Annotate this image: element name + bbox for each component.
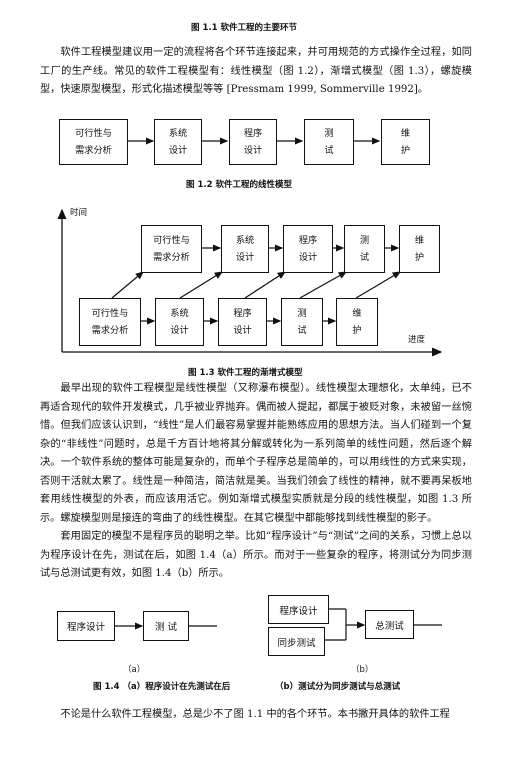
- box-line1: 维: [400, 128, 411, 139]
- fig-b-box-total-testing: 总测试: [365, 610, 414, 639]
- incr-lower-box-system-design: 系统 设计: [155, 298, 204, 346]
- incr-upper-box-requirements: 可行性与 需求分析: [141, 225, 202, 273]
- incr-lower-box-testing: 测 试: [281, 298, 323, 346]
- box-line1: 系统: [168, 128, 188, 139]
- incr-lower-box-maintenance: 维 护: [336, 298, 378, 346]
- incr-upper-box-program-design: 程序 设计: [283, 225, 333, 273]
- linear-box-maintenance: 维 护: [381, 119, 430, 165]
- box-line2: 设计: [168, 145, 188, 156]
- box-line1: 维: [414, 235, 425, 246]
- paragraph-testing-discussion: 套用固定的模型不是程序员的聪明之举。比如“程序设计”与“测试”之间的关系，习惯上…: [40, 528, 472, 584]
- incr-lower-box-requirements: 可行性与 需求分析: [79, 298, 141, 346]
- linear-box-system-design: 系统 设计: [154, 119, 202, 165]
- figure-1-2-caption: 图 1.2 软件工程的线性模型: [186, 180, 292, 190]
- box-line2: 需求分析: [75, 145, 112, 156]
- box-line1: 测: [297, 308, 307, 319]
- fig-b-box-sync-testing: 同步测试: [268, 627, 325, 656]
- paragraph-closing: 不论是什么软件工程模型，总是少不了图 1.1 中的各个环节。本书撇开具体的软件工…: [40, 706, 472, 725]
- incr-lower-box-program-design: 程序 设计: [218, 298, 267, 346]
- box-line2: 设计: [243, 145, 263, 156]
- box-line1: 可行性与: [91, 308, 129, 319]
- box-line2: 试: [359, 252, 370, 263]
- box-line2: 护: [352, 325, 362, 336]
- paragraph-closing-text: 不论是什么软件工程模型，总是少不了图 1.1 中的各个环节。本书撇开具体的软件工…: [60, 709, 450, 720]
- y-axis-label: 时间: [70, 208, 88, 218]
- paragraph-linear-discussion: 最早出现的软件工程模型是线性模型（又称瀑布模型）。线性模型太理想化，太单纯，已不…: [40, 380, 472, 528]
- box-line2: 设计: [170, 325, 189, 336]
- paragraph-linear-discussion-text: 最早出现的软件工程模型是线性模型（又称瀑布模型）。线性模型太理想化，太单纯，已不…: [40, 383, 472, 524]
- box-line2: 设计: [298, 252, 318, 263]
- incr-upper-box-maintenance: 维 护: [399, 225, 440, 273]
- paragraph-model-intro-text: 软件工程模型建议用一定的流程将各个环节连接起来，并可用规范的方式操作全过程，如同…: [40, 47, 472, 95]
- figure-1-4-caption-a: 图 1.4 （a）程序设计在先测试在后: [93, 682, 231, 692]
- box-line1: 测: [359, 235, 370, 246]
- fig-b-box-program-design: 程序设计: [268, 595, 329, 624]
- box-line2: 设计: [233, 325, 252, 336]
- box-line2: 需求分析: [91, 325, 129, 336]
- box-line2: 护: [400, 145, 411, 156]
- fig-a-label: （a）: [123, 665, 146, 675]
- incr-upper-box-system-design: 系统 设计: [221, 225, 269, 273]
- box-line2: 试: [297, 325, 307, 336]
- box-line1: 可行性与: [153, 235, 190, 246]
- figure-1-1-caption: 图 1.1 软件工程的主要环节: [191, 23, 297, 33]
- box-line2: 需求分析: [153, 252, 190, 263]
- linear-box-testing: 测 试: [304, 119, 354, 165]
- fig-a-box-program-design: 程序设计: [57, 611, 115, 641]
- paragraph-model-intro: 软件工程模型建议用一定的流程将各个环节连接起来，并可用规范的方式操作全过程，如同…: [40, 44, 472, 100]
- paragraph-testing-discussion-text: 套用固定的模型不是程序员的聪明之举。比如“程序设计”与“测试”之间的关系，习惯上…: [40, 531, 472, 579]
- incr-upper-box-testing: 测 试: [344, 225, 385, 273]
- box-line1: 可行性与: [75, 128, 112, 139]
- box-line1: 程序: [298, 235, 318, 246]
- figure-1-4-caption-b: （b）测试分为同步测试与总测试: [275, 682, 401, 692]
- box-line1: 程序: [233, 308, 252, 319]
- box-line1: 程序: [243, 128, 263, 139]
- box-line2: 护: [414, 252, 425, 263]
- box-line2: 试: [324, 145, 334, 156]
- figure-1-3-caption: 图 1.3 软件工程的渐增式模型: [188, 368, 303, 378]
- fig-b-label: （b）: [351, 665, 374, 675]
- linear-box-requirements: 可行性与 需求分析: [59, 119, 128, 165]
- fig-a-box-testing: 测 试: [143, 611, 189, 641]
- linear-box-program-design: 程序 设计: [229, 119, 277, 165]
- box-line1: 系统: [170, 308, 189, 319]
- box-line2: 设计: [235, 252, 255, 263]
- x-axis-label: 进度: [408, 335, 426, 345]
- box-line1: 维: [352, 308, 362, 319]
- box-line1: 测: [324, 128, 334, 139]
- box-line1: 系统: [235, 235, 255, 246]
